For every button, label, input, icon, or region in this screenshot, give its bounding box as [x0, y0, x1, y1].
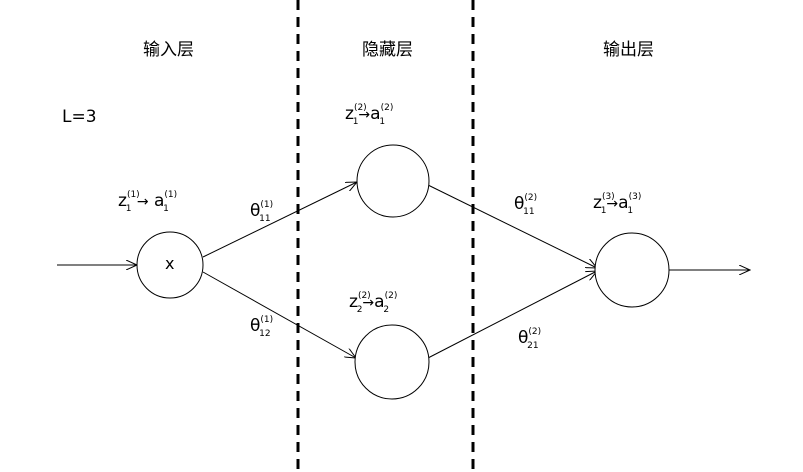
input-node-annotation: z(1)1 → a(1)1: [118, 190, 178, 214]
weight-theta-21-2: θ(2)21: [518, 327, 542, 351]
weight-theta-11-2: θ(2)11: [514, 193, 538, 217]
layer-title-output: 输出层: [603, 40, 654, 60]
weight-theta-12-1: θ(1)12: [250, 315, 274, 339]
weight-theta-11-1: θ(1)11: [250, 200, 274, 224]
output-node-annotation: z(3)1→a(3)1: [593, 192, 642, 216]
output-node: [594, 232, 670, 308]
edge-input-hidden1: [202, 182, 357, 258]
layer-title-input: 输入层: [143, 40, 194, 60]
hidden-node-2: [354, 324, 430, 400]
edge-hidden1-output: [427, 184, 597, 268]
hidden-node-1-annotation: z(2)1→a(2)1: [345, 103, 394, 127]
edge-hidden2-output: [427, 271, 597, 359]
layer-title-hidden: 隐藏层: [362, 40, 413, 60]
input-node-label: x: [165, 254, 175, 273]
hidden-node-2-annotation: z(2)2→a(2)2: [349, 291, 398, 315]
edge-input-hidden2: [202, 271, 356, 358]
layer-count-label: L=3: [62, 107, 97, 127]
input-node: [136, 231, 204, 299]
hidden-node-1: [356, 144, 430, 218]
